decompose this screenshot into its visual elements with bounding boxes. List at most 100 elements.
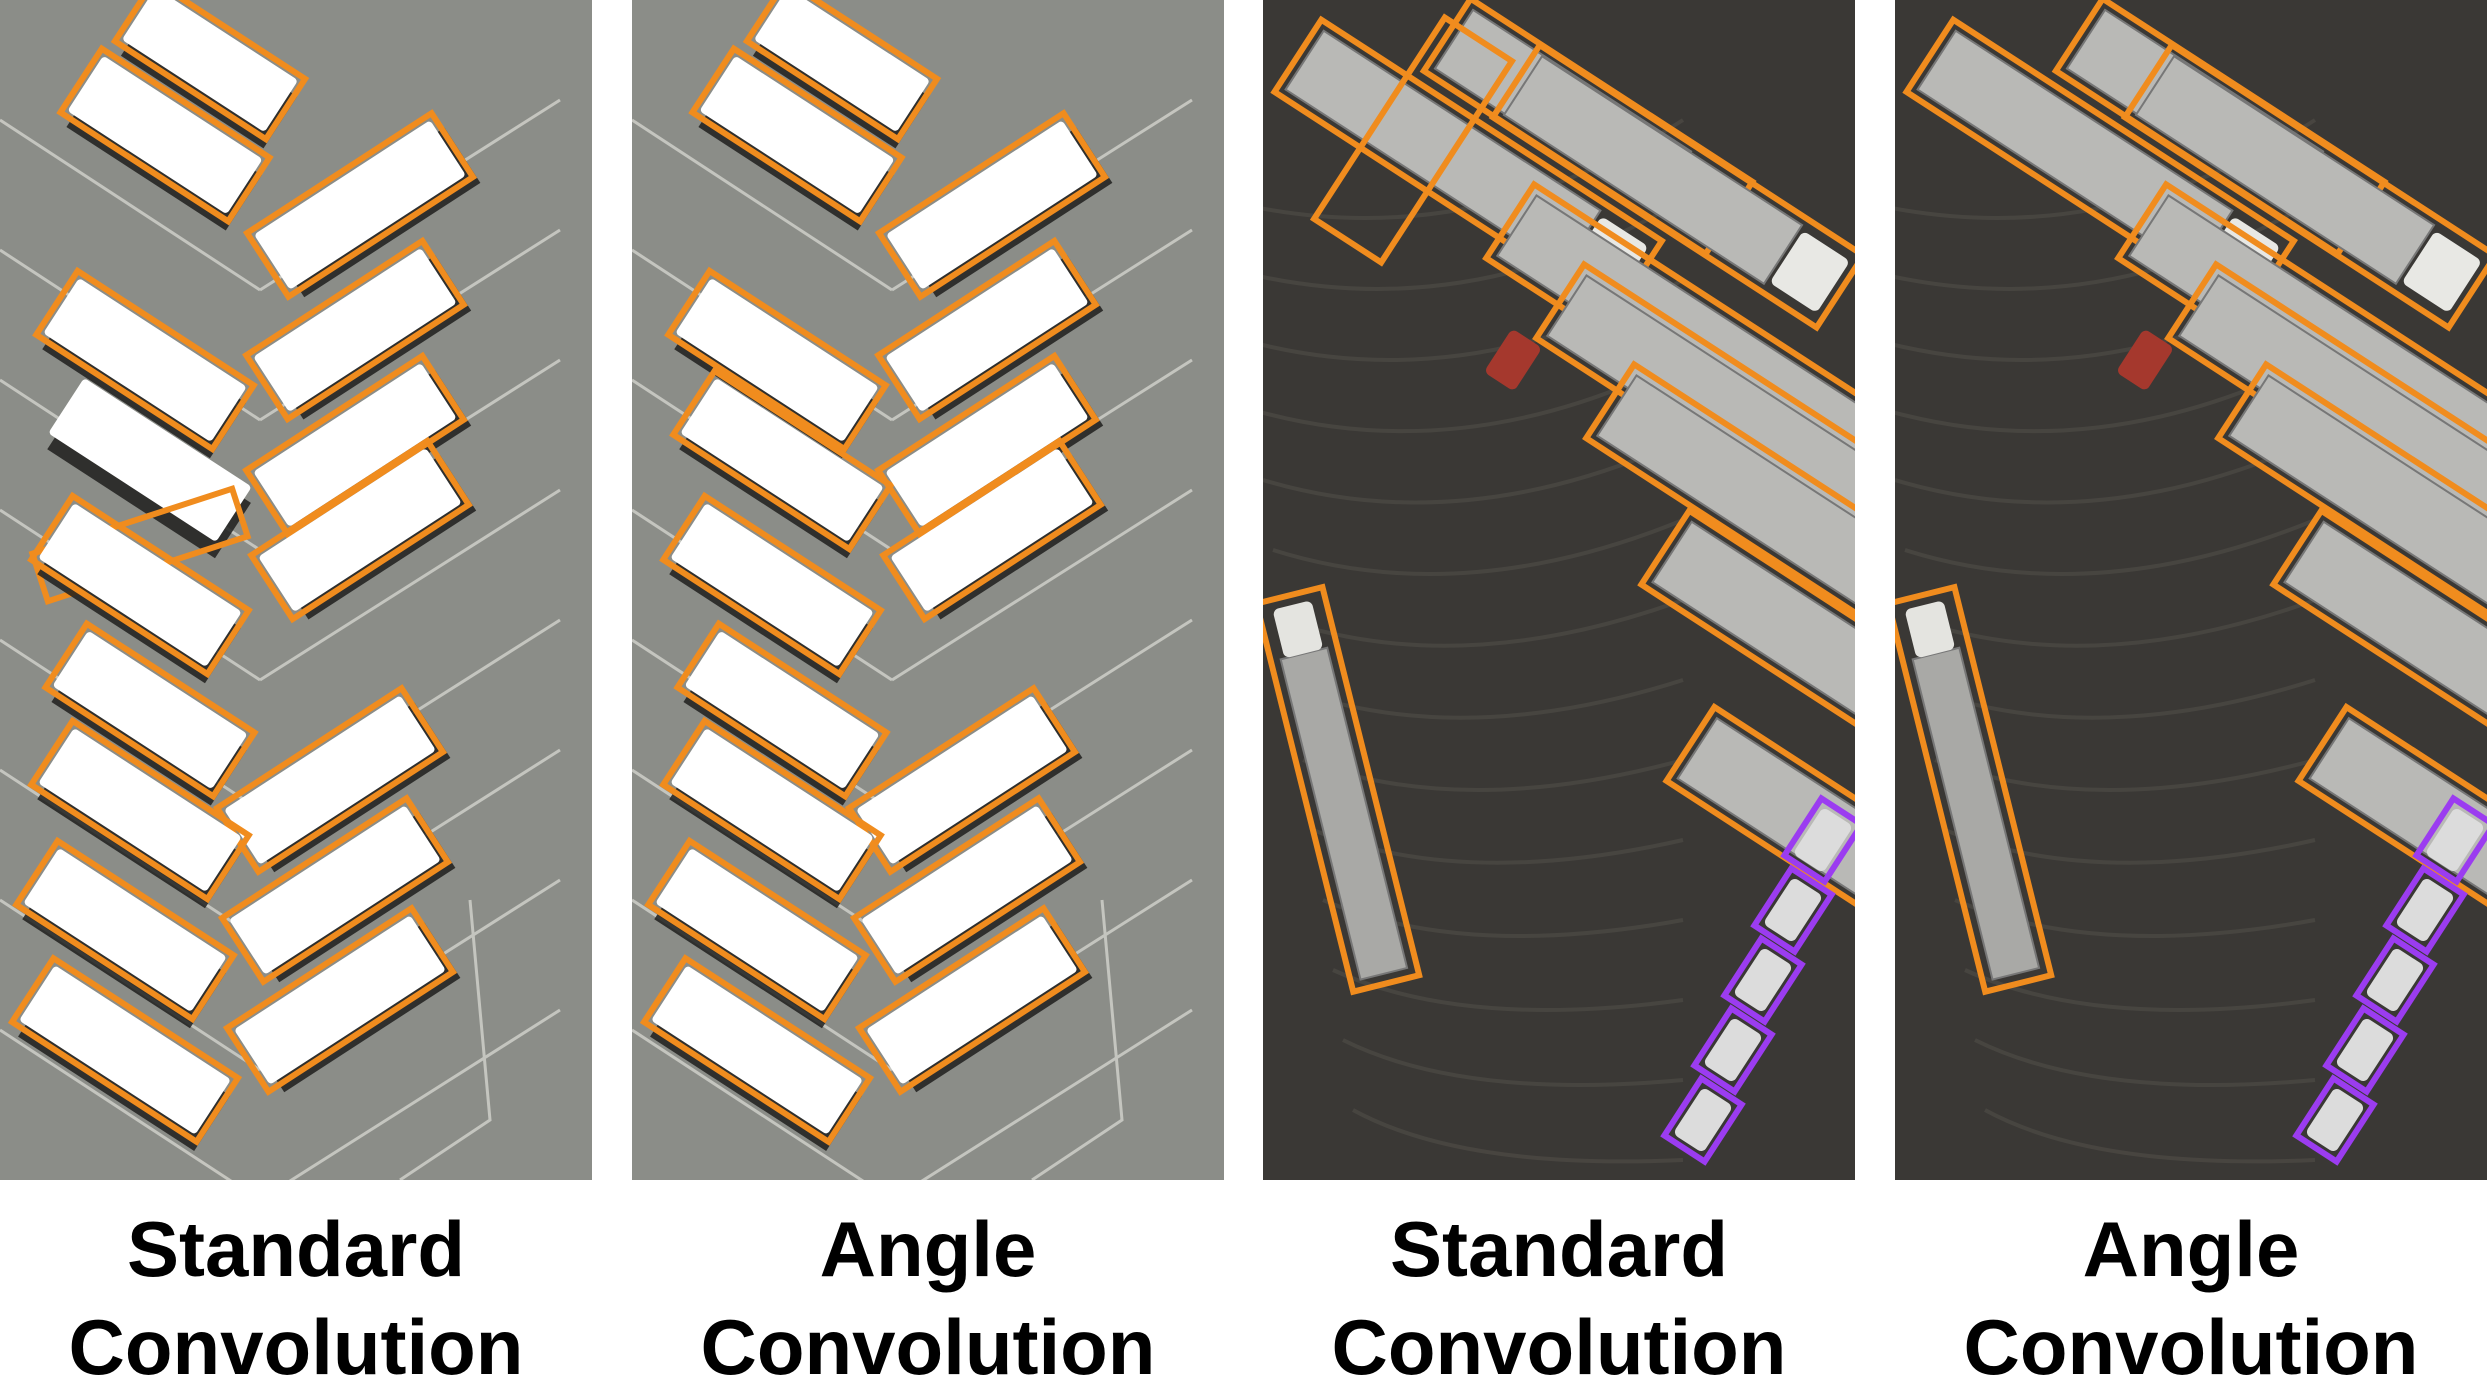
bus-roof [886, 364, 1088, 526]
truck-cab [2403, 232, 2480, 311]
bus-roof [44, 279, 246, 441]
bus [679, 379, 883, 559]
truck-cab [1905, 601, 1955, 658]
truck [1502, 54, 1848, 311]
parking-line [399, 899, 492, 1180]
truck [1651, 520, 1855, 780]
truck-cab [1273, 601, 1323, 658]
car-body [1764, 879, 1822, 941]
bus [37, 729, 241, 909]
caption-line-1: Angle [2082, 1205, 2300, 1293]
detection-box [27, 716, 253, 904]
aerial-image-bus-parking-angle [632, 0, 1224, 1180]
bus [669, 729, 873, 909]
detection-box [1488, 41, 1855, 332]
caption-line-1: Angle [819, 1205, 1037, 1293]
bus [235, 916, 461, 1093]
small-vehicle [2396, 879, 2454, 941]
bus-roof [225, 696, 435, 864]
detection-box [874, 236, 1100, 424]
panel-angle-convolution-bus [632, 0, 1224, 1180]
detection-box [217, 794, 453, 986]
bus-roof [671, 729, 873, 891]
bus [698, 57, 894, 231]
small-vehicle [1794, 809, 1852, 871]
detection-box [1582, 360, 1855, 713]
truck [2134, 54, 2480, 311]
small-vehicle [1764, 879, 1822, 941]
car-body [2336, 1019, 2394, 1081]
detection-box [1309, 13, 1517, 267]
bus [18, 966, 231, 1151]
bus [857, 696, 1083, 873]
tire-track [1904, 518, 2316, 576]
detection-box [2120, 41, 2487, 332]
small-vehicle-box [1660, 1074, 1746, 1166]
bus-roof [230, 806, 440, 974]
bus-roof [20, 966, 230, 1134]
detection-box [41, 619, 259, 801]
small-vehicle-box [2292, 1074, 2378, 1166]
bus-roof [68, 57, 262, 213]
caption-line-1: Standard [126, 1205, 466, 1293]
bus-roof [254, 249, 456, 411]
truck-cab [1771, 232, 1848, 311]
aerial-image-bus-parking-standard [0, 0, 592, 1180]
bus-roof [891, 449, 1093, 611]
small-vehicle-box [2382, 864, 2468, 956]
small-vehicle-box [1720, 934, 1806, 1026]
car-body [2306, 1089, 2364, 1151]
tire-track [1352, 1108, 1684, 1164]
detection-box [688, 44, 906, 226]
detection-box [56, 44, 274, 226]
small-vehicle-box [2352, 934, 2438, 1026]
car-body [1794, 809, 1852, 871]
parking-line [920, 1008, 1193, 1180]
trailer-roof [2134, 54, 2436, 286]
detection-box [854, 904, 1090, 1096]
tire-track [1263, 358, 1684, 434]
bus [669, 504, 873, 684]
detection-box [1895, 583, 2055, 996]
truck [2283, 520, 2487, 780]
bus [42, 279, 246, 459]
detection-box [110, 0, 310, 144]
small-vehicle [2426, 809, 2484, 871]
bus [254, 249, 472, 420]
bus-roof [259, 449, 461, 611]
car-body [1704, 1019, 1762, 1081]
bus-roof [123, 0, 297, 131]
tire-track [1964, 968, 2316, 1012]
car-body [2426, 809, 2484, 871]
detection-box [874, 109, 1110, 301]
tire-track [1984, 1108, 2316, 1164]
car-body [2118, 330, 2172, 390]
bus-roof [676, 279, 878, 441]
bus [254, 364, 472, 535]
detection-box [2214, 360, 2487, 713]
detection-box [644, 836, 870, 1024]
bus [37, 504, 241, 684]
tire-track [1332, 968, 1684, 1012]
detection-box [7, 954, 243, 1146]
caption-line-2: Convolution [700, 1303, 1156, 1391]
bus-roof [39, 729, 241, 891]
detection-box [12, 836, 238, 1024]
bus [886, 249, 1104, 420]
tire-track [1974, 1038, 2316, 1087]
bus-roof [886, 249, 1088, 411]
detection-box [659, 491, 885, 679]
bus [650, 966, 863, 1151]
red-car [1486, 330, 1540, 390]
bus [683, 632, 879, 806]
bus [654, 849, 858, 1029]
detection-box [1637, 506, 1855, 827]
bus [230, 806, 456, 983]
detection-box [242, 109, 478, 301]
small-vehicle-box [1690, 1004, 1776, 1096]
caption-panel-2: Angle Convolution [632, 1200, 1224, 1396]
bus-roof [652, 966, 862, 1134]
small-vehicle [1674, 1089, 1732, 1151]
bus-roof [53, 632, 247, 788]
aerial-image-truck-lot-standard [1263, 0, 1855, 1180]
